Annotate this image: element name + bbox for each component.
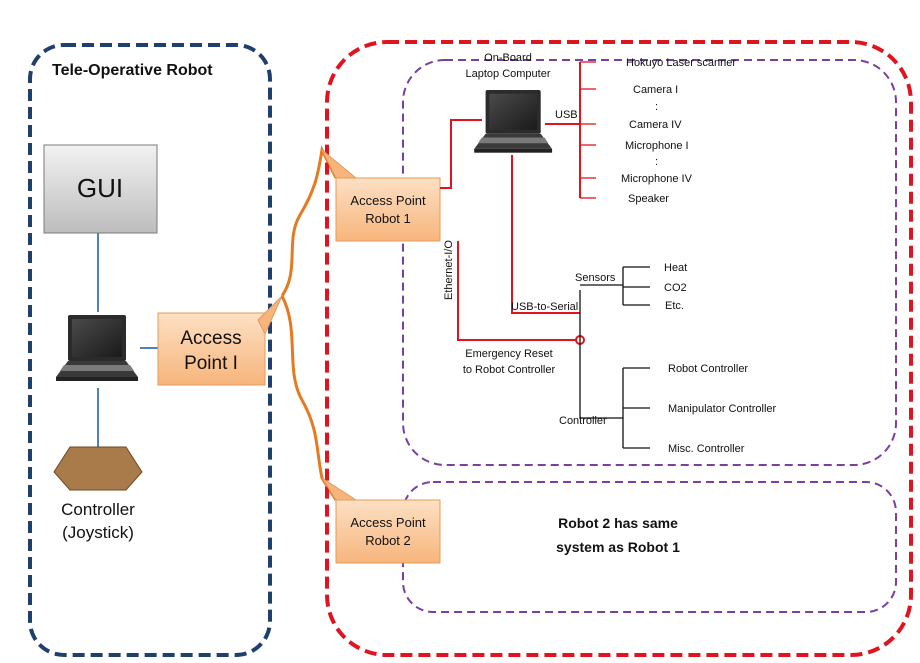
usb-device-microphone-iv: Microphone IV <box>621 173 693 185</box>
access-point-robot2-line1: Access Point <box>350 515 426 530</box>
controller-manipulator: Manipulator Controller <box>668 403 777 415</box>
usb-device-camera-iv: Camera IV <box>629 119 682 131</box>
access-point-i-box <box>157 295 283 386</box>
access-point-robot1-line2: Robot 1 <box>365 211 411 226</box>
sensor-etc: Etc. <box>665 300 684 312</box>
usb-device-hokuyo: Hokuyo Laser scanner <box>626 57 736 69</box>
access-point-robot2-box <box>321 477 441 564</box>
controller-branches <box>622 367 650 449</box>
usb-device-ellipsis-mic: : <box>655 156 658 168</box>
robot1-system-box <box>402 59 897 466</box>
usb-label: USB <box>555 109 578 121</box>
onboard-laptop-icon <box>474 90 553 153</box>
controller-label-line1: Controller <box>61 500 135 519</box>
usb-device-branches <box>580 61 596 199</box>
sensor-co2: CO2 <box>664 282 687 294</box>
ethernet-io-label: Ethernet-I/O <box>443 240 455 300</box>
tele-operative-robot-panel <box>28 43 272 657</box>
onboard-laptop-label-line2: Laptop Computer <box>466 68 551 80</box>
robot2-note-line2: system as Robot 1 <box>556 539 680 555</box>
emergency-reset-line2: to Robot Controller <box>463 364 556 376</box>
controller-robot: Robot Controller <box>668 363 748 375</box>
sensor-heat: Heat <box>664 262 687 274</box>
access-point-i-line2: Point I <box>184 353 238 374</box>
tele-operative-robot-title: Tele-Operative Robot <box>52 62 213 79</box>
emergency-reset-line1: Emergency Reset <box>465 348 552 360</box>
usb-to-serial-label: USB-to-Serial <box>511 301 578 313</box>
wireless-link-robot1 <box>280 145 338 297</box>
gui-box <box>43 144 158 234</box>
ap1-to-laptop-line <box>440 119 482 189</box>
usb-device-speaker: Speaker <box>628 193 669 205</box>
ethernet-io-line <box>457 241 580 341</box>
controller-group-label: Controller <box>559 415 607 427</box>
controller-label-line2: (Joystick) <box>62 523 134 542</box>
onboard-laptop-label-line1: On-Board <box>484 52 532 64</box>
access-point-i-line1: Access <box>180 328 241 349</box>
robot-system-panel <box>325 40 913 657</box>
robot2-note-line1: Robot 2 has same <box>558 515 678 531</box>
wireless-link-robot2 <box>280 295 338 501</box>
usb-device-ellipsis-camera: : <box>655 101 658 113</box>
controller-misc: Misc. Controller <box>668 443 745 455</box>
sensor-branches <box>622 266 650 306</box>
access-point-robot1-box <box>321 149 441 242</box>
operator-laptop-icon <box>56 315 138 381</box>
access-point-robot1-line1: Access Point <box>350 193 426 208</box>
usb-device-microphone-i: Microphone I <box>625 140 689 152</box>
laptop-to-serial-line <box>511 155 580 314</box>
sensors-label: Sensors <box>575 272 616 284</box>
usb-device-camera-i: Camera I <box>633 84 678 96</box>
joystick-icon <box>53 446 143 491</box>
gui-label: GUI <box>77 173 123 203</box>
access-point-robot2-line2: Robot 2 <box>365 533 411 548</box>
